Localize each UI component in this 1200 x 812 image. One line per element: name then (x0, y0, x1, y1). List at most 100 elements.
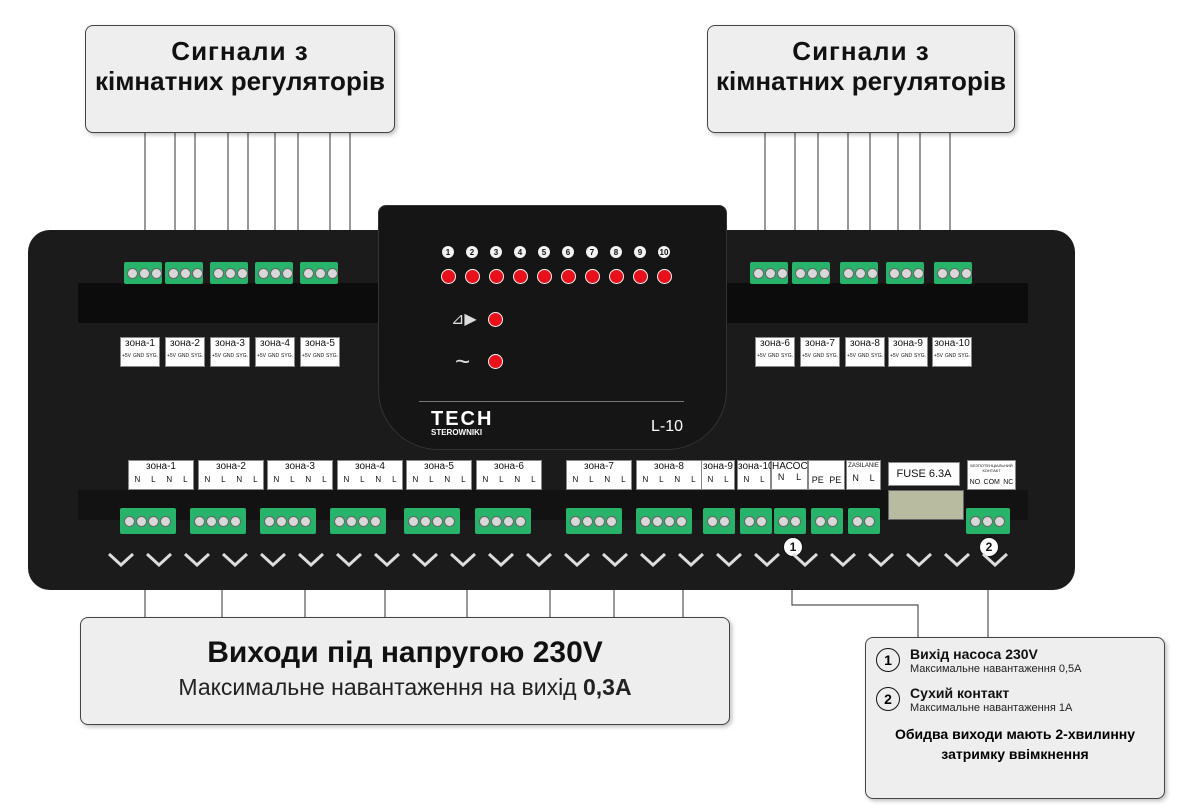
output-pin: L (621, 475, 626, 484)
zone-led (657, 269, 672, 284)
signal-pin: GND (312, 353, 325, 359)
terminal-screw (949, 268, 960, 279)
power-led (488, 354, 503, 369)
cable-guide (981, 552, 1009, 568)
power-pin: N (852, 473, 859, 483)
signal-zone-name: зона-4 (259, 338, 290, 349)
signal-zone-name: зона-1 (124, 338, 155, 349)
signal-zone-name: зона-7 (804, 338, 835, 349)
zone-led (441, 269, 456, 284)
terminal-screw (300, 516, 311, 527)
output-pin: L (253, 475, 258, 484)
note-contact-title: Сухий контакт (910, 685, 1010, 701)
signal-pin: SYG. (871, 353, 883, 359)
terminal-screw (594, 516, 605, 527)
cable-guide (107, 552, 135, 568)
terminal-screw (276, 516, 287, 527)
output-zone-name: зона-4 (354, 461, 385, 472)
terminal-screw (664, 516, 675, 527)
output-pin: L (151, 475, 156, 484)
output-pin: N (305, 475, 312, 484)
cable-guide (867, 552, 895, 568)
power-pin: L (869, 473, 875, 483)
signal-pin: GND (222, 353, 235, 359)
cable-guide (145, 552, 173, 568)
signal-pin: SYG. (781, 353, 793, 359)
cable-guide (411, 552, 439, 568)
terminal-screw (420, 516, 431, 527)
terminal-screw (180, 268, 191, 279)
terminal-screw (852, 516, 863, 527)
led-number: 8 (610, 246, 622, 258)
signal-pin: SYG. (914, 353, 926, 359)
terminal-screw (225, 268, 236, 279)
terminal-screw (843, 268, 854, 279)
signal-pin: GND (132, 353, 145, 359)
signal-pin: SYG. (236, 353, 248, 359)
model-label: L-10 (651, 418, 684, 435)
note-footer: Обидва виходи мають 2-хвилинну затримку … (876, 724, 1154, 764)
callout-signals-right: Сигнали з кімнатних регуляторів (707, 25, 1015, 133)
signal-pin: +5V (933, 353, 944, 359)
callout-signals-left-line1: Сигнали з (171, 36, 309, 66)
output-pin: N (572, 475, 579, 484)
callout-outputs: Виходи під напругою 230V Максимальне нав… (80, 617, 730, 725)
output-pin: L (360, 475, 365, 484)
fuse-label: FUSE 6.3A (888, 462, 960, 486)
signal-zone-name: зона-9 (892, 338, 923, 349)
signal-zone-name: зона-2 (169, 338, 200, 349)
panel-divider (419, 401, 684, 402)
power-label-text: ZASILANIE (848, 463, 879, 469)
signal-pin: GND (857, 353, 870, 359)
led-number: 7 (586, 246, 598, 258)
contact-pin: NC (1003, 479, 1014, 486)
output-pin: L (290, 475, 295, 484)
zone-led (609, 269, 624, 284)
contact-pin: NO (969, 479, 981, 486)
led-number: 2 (466, 246, 478, 258)
terminal-screw (582, 516, 593, 527)
cable-guide (297, 552, 325, 568)
dry-contact-label-text: БЕЗПОТЕНЦІАЛЬНИЙ КОНТАКТ (970, 463, 1013, 473)
terminal-screw (913, 268, 924, 279)
cable-guide (259, 552, 287, 568)
output-pin: N (412, 475, 419, 484)
note-pump-title: Вихід насоса 230V (910, 646, 1038, 662)
cable-guide (905, 552, 933, 568)
terminal-screw (237, 268, 248, 279)
signal-pin: GND (812, 353, 825, 359)
terminal-screw (160, 516, 171, 527)
output-pin: N (743, 475, 750, 484)
cable-guide (791, 552, 819, 568)
terminal-screw (327, 268, 338, 279)
terminal-screw (901, 268, 912, 279)
led-number: 10 (658, 246, 670, 258)
signal-pin: +5V (801, 353, 812, 359)
output-pin: L (691, 475, 696, 484)
terminal-screw (982, 516, 993, 527)
terminal-screw (807, 268, 818, 279)
brand-logo: TECH (431, 408, 494, 430)
dry-contact-label: БЕЗПОТЕНЦІАЛЬНИЙ КОНТАКТ NO COM NC (967, 460, 1016, 490)
terminal-screw (491, 516, 502, 527)
signal-pin: +5V (846, 353, 857, 359)
terminal-screw (994, 516, 1005, 527)
signal-pin: GND (177, 353, 190, 359)
cable-guide (639, 552, 667, 568)
led-number: 9 (634, 246, 646, 258)
